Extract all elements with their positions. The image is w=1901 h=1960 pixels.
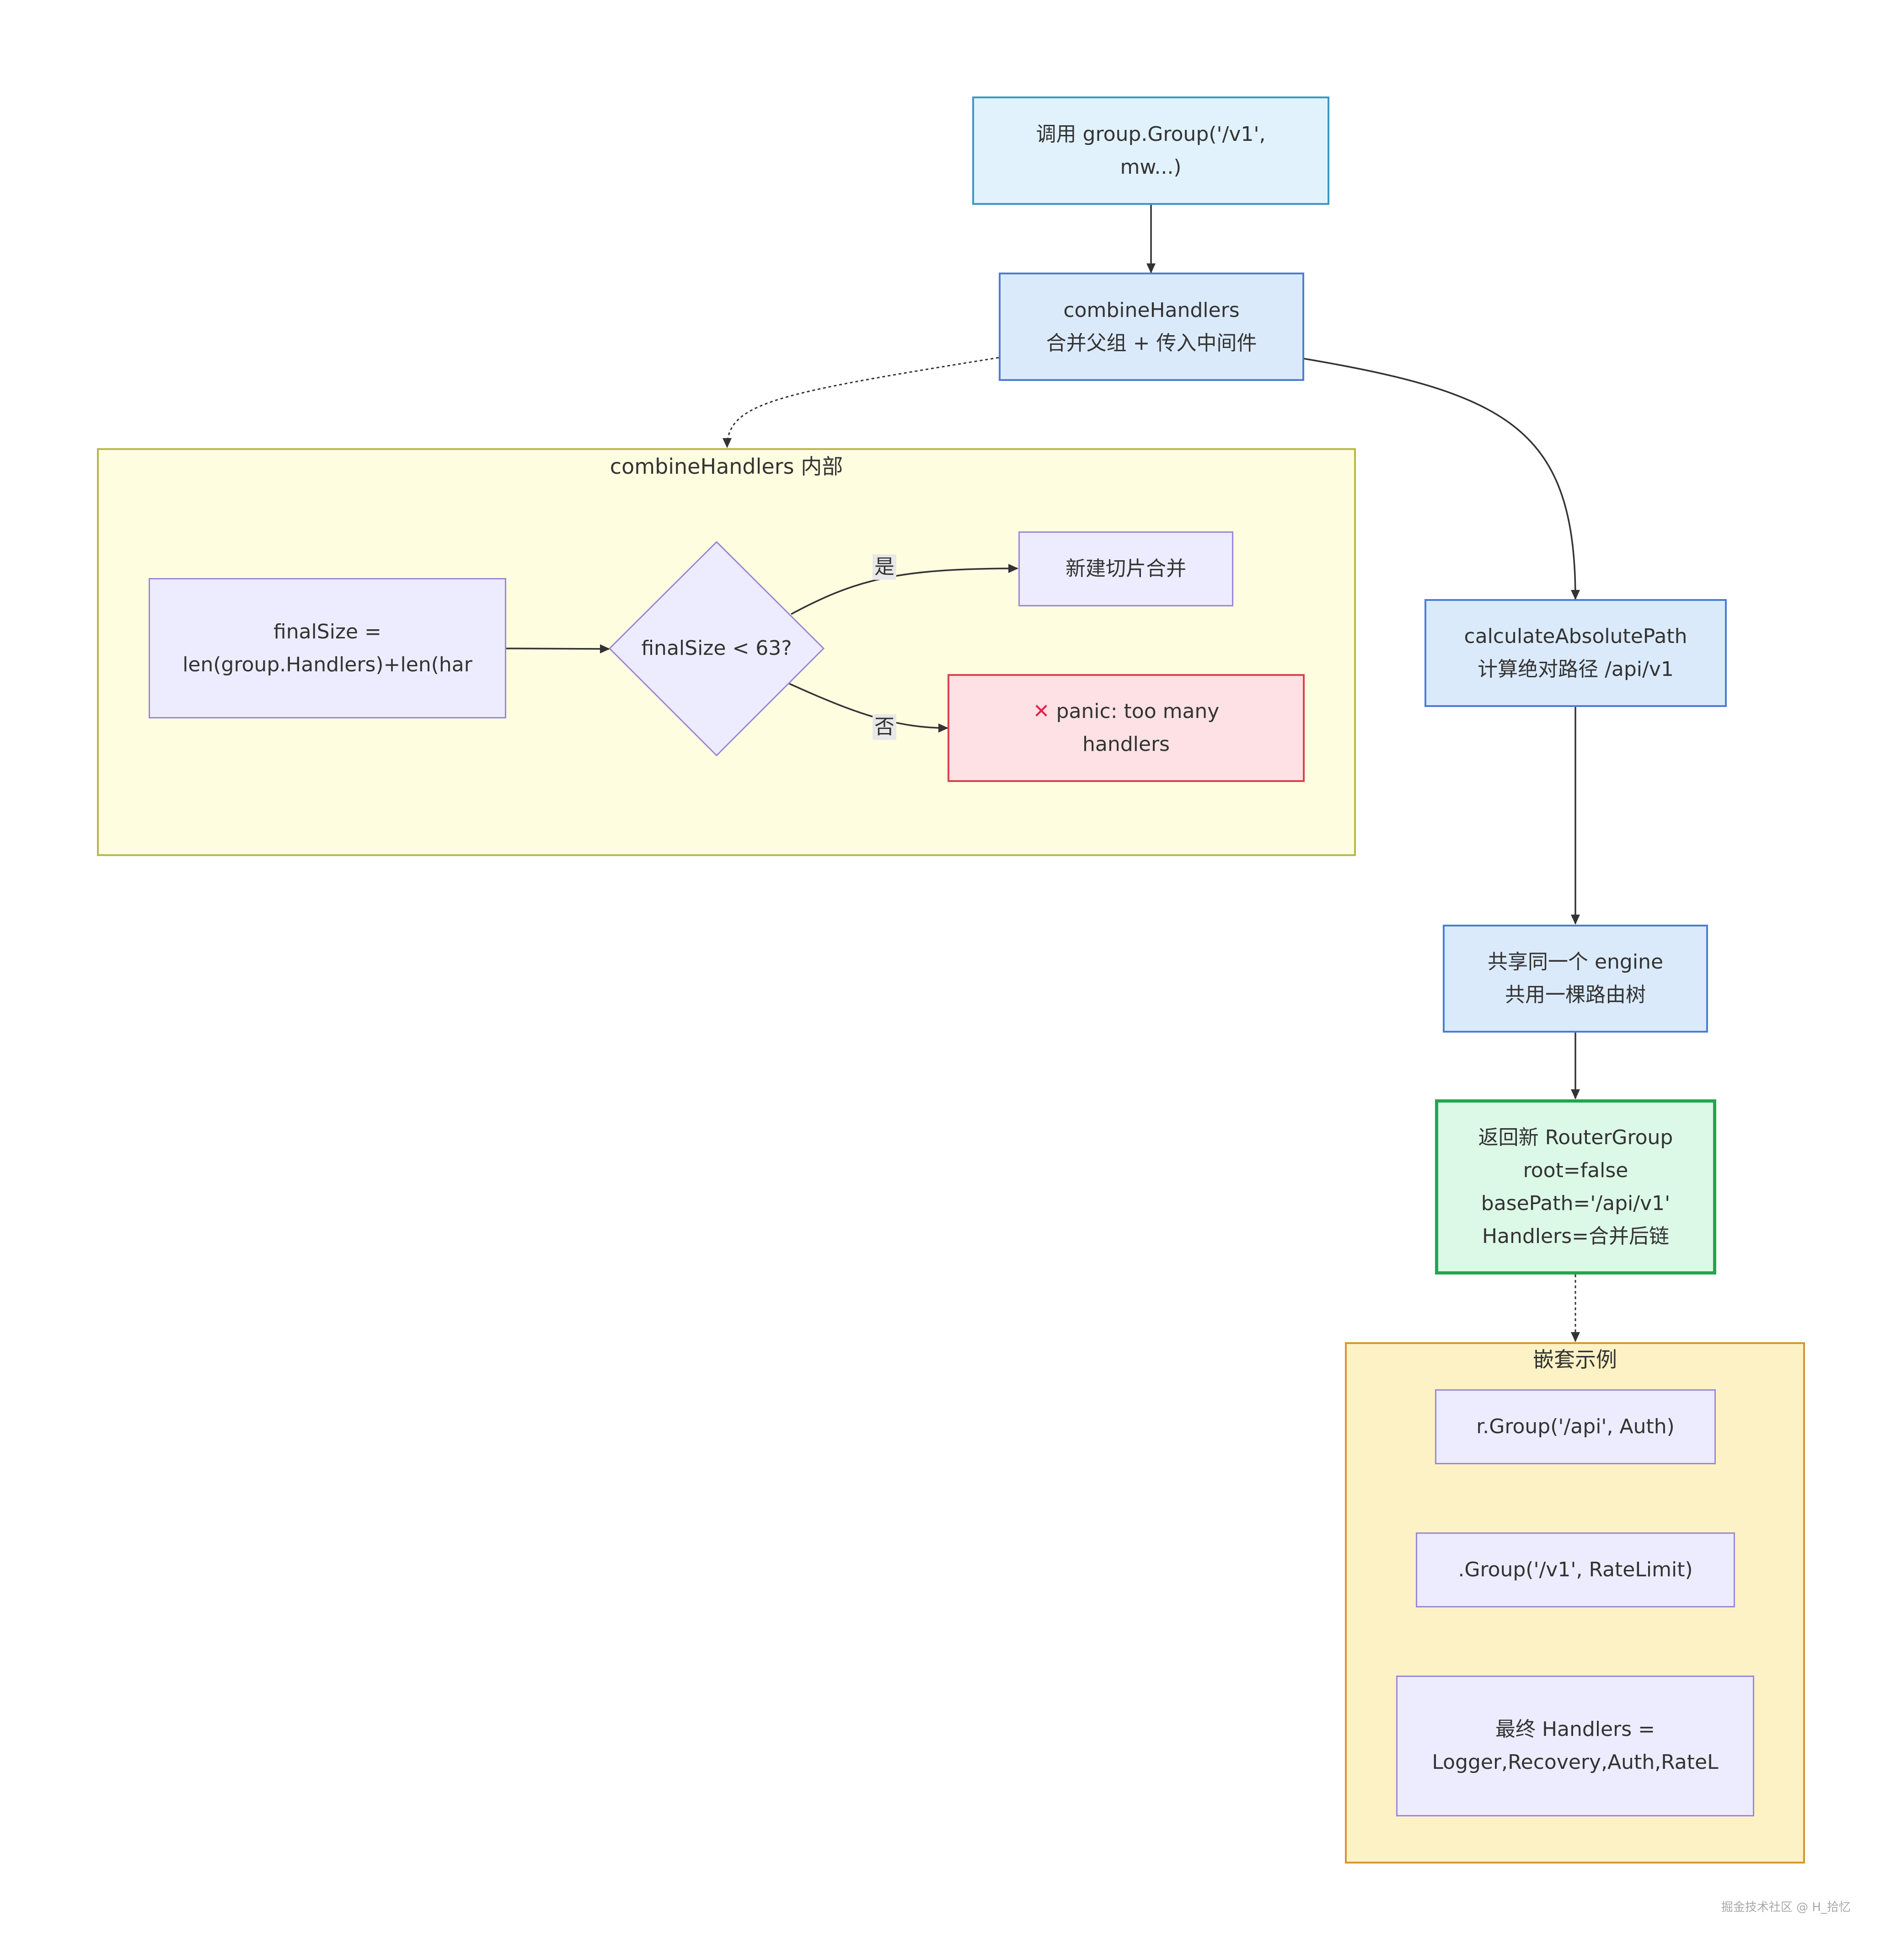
edge-decision-no: [789, 683, 948, 733]
edge-label-no: 否: [873, 714, 896, 740]
edge-label-yes: 是: [873, 554, 896, 580]
node-combine-handlers: combineHandlers 合并父组 + 传入中间件: [999, 273, 1304, 381]
node-share-line1: 共享同一个 engine: [1487, 950, 1664, 974]
edge-combine-to-abspath: [1303, 358, 1580, 600]
node-return-line1: 返回新 RouterGroup: [1478, 1125, 1673, 1149]
node-call-group-line1: 调用 group.Group('/v1',: [1036, 122, 1266, 146]
edge-finalsize-to-decision: [506, 644, 610, 653]
cross-mark-icon: ✕: [1033, 700, 1050, 723]
node-nest-v1-group: .Group('/v1', RateLimit): [1416, 1532, 1735, 1607]
node-return-router-group: 返回新 RouterGroup root=false basePath='/ap…: [1435, 1099, 1716, 1275]
node-panic: ✕ panic: too many handlers: [948, 674, 1305, 782]
node-call-group: 调用 group.Group('/v1', mw...): [972, 96, 1329, 205]
cluster-combine-inner-title: combineHandlers 内部: [610, 454, 843, 479]
node-nest-v1-label: .Group('/v1', RateLimit): [1458, 1558, 1693, 1581]
node-nest-api-group: r.Group('/api', Auth): [1435, 1389, 1716, 1464]
cluster-nesting-title: 嵌套示例: [1533, 1347, 1617, 1372]
node-decision-label: finalSize < 63?: [641, 637, 792, 660]
node-share-engine: 共享同一个 engine 共用一棵路由树: [1443, 925, 1708, 1033]
decision-diamond-shape: [608, 541, 825, 757]
node-nest-api-label: r.Group('/api', Auth): [1476, 1415, 1675, 1438]
node-combine-handlers-line2: 合并父组 + 传入中间件: [1046, 331, 1257, 355]
node-combine-handlers-line1: combineHandlers: [1063, 298, 1240, 322]
node-call-group-line2: mw...): [1120, 155, 1182, 179]
node-nest-final-line2: Logger,Recovery,Auth,RateL: [1432, 1751, 1719, 1774]
node-new-slice: 新建切片合并: [1018, 531, 1233, 606]
node-abs-path-line1: calculateAbsolutePath: [1464, 625, 1687, 648]
node-return-line4: Handlers=合并后链: [1482, 1224, 1670, 1248]
node-calculate-absolute-path: calculateAbsolutePath 计算绝对路径 /api/v1: [1424, 599, 1727, 707]
node-nest-final-line1: 最终 Handlers =: [1495, 1718, 1655, 1741]
node-return-line3: basePath='/api/v1': [1481, 1191, 1671, 1215]
node-panic-line2: handlers: [1082, 733, 1170, 756]
node-share-line2: 共用一棵路由树: [1505, 983, 1646, 1007]
edge-combine-to-inner: [723, 357, 999, 448]
node-abs-path-line2: 计算绝对路径 /api/v1: [1478, 658, 1674, 681]
node-return-line2: root=false: [1523, 1158, 1628, 1182]
edge-decision-yes: [791, 564, 1018, 615]
node-nest-final-handlers: 最终 Handlers = Logger,Recovery,Auth,RateL: [1396, 1676, 1754, 1816]
node-panic-line1-wrap: ✕ panic: too many: [1033, 695, 1220, 728]
node-final-size-line1: finalSize =: [273, 620, 381, 643]
watermark: 掘金技术社区 @ H_拾忆: [1721, 1901, 1851, 1914]
node-final-size-line2: len(group.Handlers)+len(har: [182, 653, 472, 676]
node-panic-line1: panic: too many: [1056, 700, 1220, 723]
node-final-size: finalSize = len(group.Handlers)+len(har: [149, 578, 506, 718]
node-new-slice-label: 新建切片合并: [1066, 557, 1186, 580]
